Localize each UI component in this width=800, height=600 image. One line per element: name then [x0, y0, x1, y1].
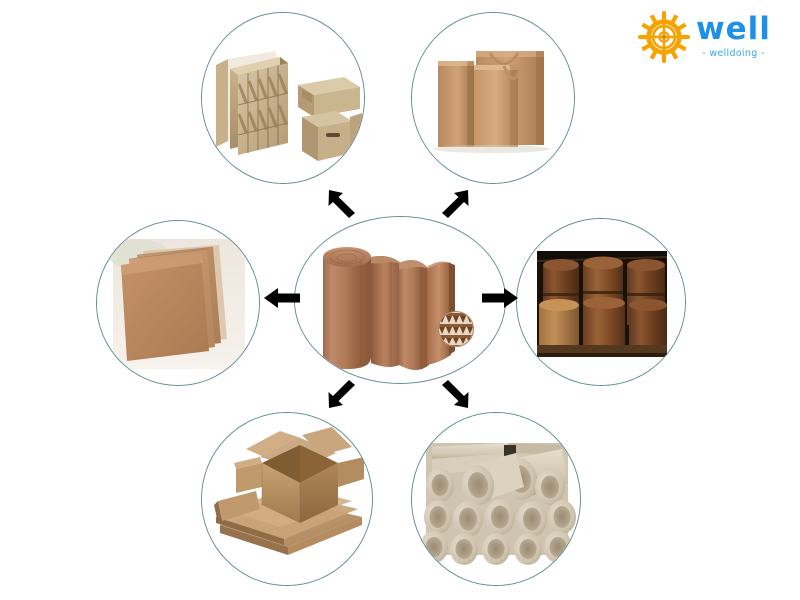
logo-tagline: - welldoing - [702, 47, 765, 59]
gear-crosshair-icon [638, 11, 690, 63]
brand-logo: well - welldoing - [638, 8, 788, 66]
photo-paper-tubes-cores [412, 413, 580, 585]
logo-word: well [696, 10, 771, 47]
arrow-right [480, 285, 520, 311]
photo-warehouse-paper-rolls [517, 219, 685, 385]
logo-wordmark: well - welldoing - [696, 10, 771, 61]
node-bottom-right-paper-tubes[interactable] [411, 412, 581, 586]
arrow-up-left [325, 186, 359, 220]
arrow-down-right [438, 378, 472, 412]
node-left-kraft-sheets[interactable] [96, 220, 260, 386]
flute-texture-inset [438, 311, 474, 347]
arrow-left [262, 285, 302, 311]
arrow-up-right [438, 186, 472, 220]
arrow-down-left [325, 378, 359, 412]
photo-corrugated-cartons [202, 413, 372, 585]
photo-kraft-paper-sheets [97, 221, 259, 385]
center-node-corrugated-roll[interactable] [294, 216, 506, 384]
node-bottom-left-cartons[interactable] [201, 412, 373, 586]
node-top-left-dividers-boxes[interactable] [201, 12, 365, 184]
center-photo-corrugated-roll [295, 217, 505, 383]
photo-cardboard-dividers [202, 13, 364, 183]
node-top-right-paper-bags[interactable] [411, 12, 575, 184]
node-right-paper-rolls-warehouse[interactable] [516, 218, 686, 386]
photo-kraft-shopping-bags [412, 13, 574, 183]
